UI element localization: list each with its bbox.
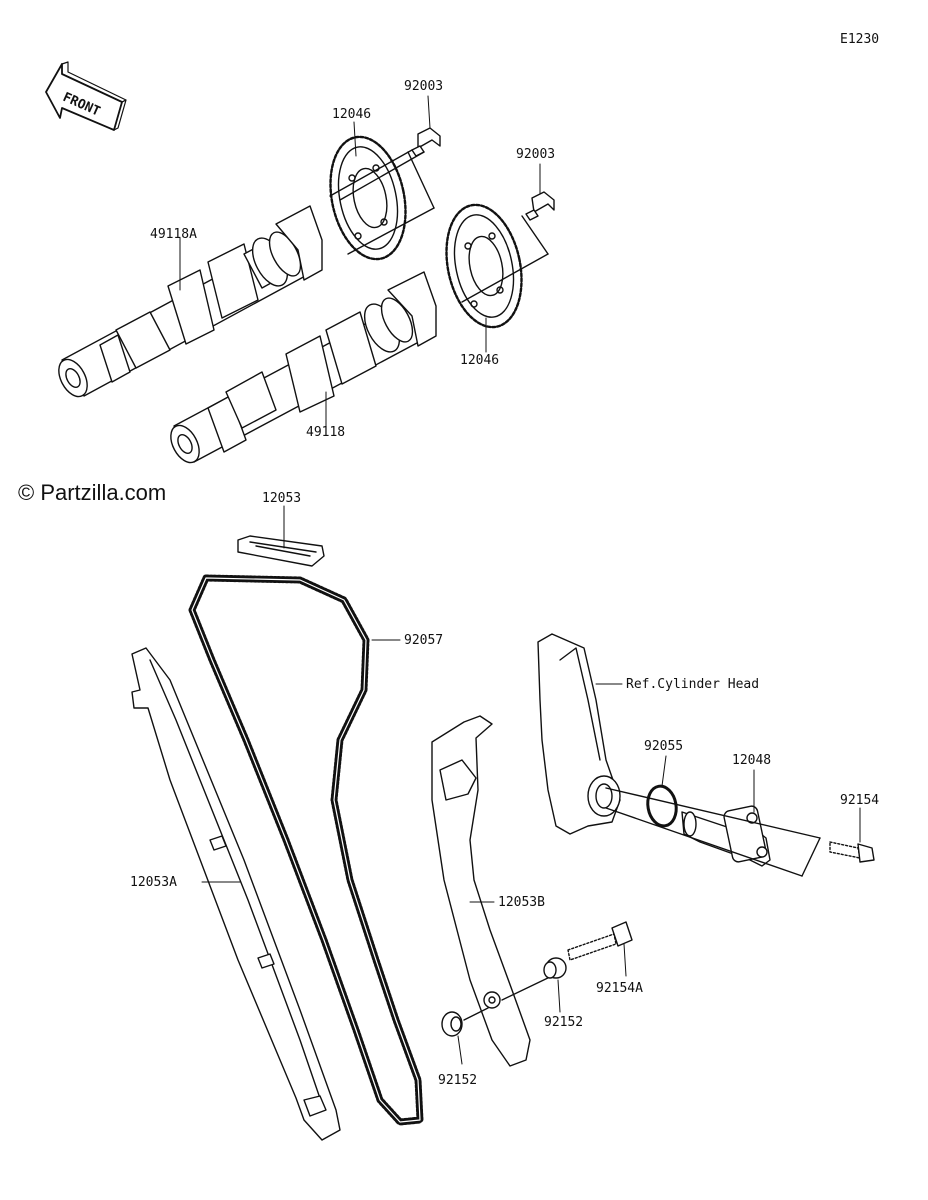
tensioner-drawing xyxy=(681,805,771,867)
bolt-guide-drawing xyxy=(567,921,633,961)
label-sprocket-upper: 12046 xyxy=(332,107,372,122)
front-arrow-icon: FRONT xyxy=(45,61,127,131)
label-bolt-guide: 92154A xyxy=(596,981,643,996)
label-camshaft-b: 49118 xyxy=(306,425,346,440)
label-camshaft-a: 49118A xyxy=(150,227,197,242)
label-bolt-upper-left: 92003 xyxy=(404,79,444,94)
label-tensioner: 12048 xyxy=(732,753,772,768)
o-ring-drawing xyxy=(646,784,678,828)
label-ref-cylinder-head: Ref.Cylinder Head xyxy=(626,677,760,692)
label-guide-left: 12053A xyxy=(130,875,177,890)
bolt-tensioner-drawing xyxy=(829,841,875,863)
label-o-ring: 92055 xyxy=(644,739,684,754)
diagram-code: E1230 xyxy=(840,32,880,47)
label-sprocket-lower: 12046 xyxy=(460,353,500,368)
label-chain: 92057 xyxy=(404,633,444,648)
leader-lines xyxy=(179,95,861,1065)
label-guide-right: 12053B xyxy=(498,895,545,910)
camshaft-b-drawing xyxy=(170,271,437,464)
label-bolt-upper-right: 92003 xyxy=(516,147,556,162)
chain-guide-top-drawing xyxy=(237,535,325,567)
camshaft-a-drawing xyxy=(58,205,323,398)
bolt-upper-right-drawing xyxy=(525,191,555,221)
label-collar-upper: 92152 xyxy=(544,1015,584,1030)
sprocket-upper-drawing xyxy=(329,135,407,261)
chain-guide-right-drawing xyxy=(431,715,531,1067)
label-collar-lower: 92152 xyxy=(438,1073,478,1088)
chain-guide-left-drawing xyxy=(131,647,341,1141)
timing-chain-drawing xyxy=(188,574,424,1126)
collar-upper-drawing xyxy=(543,957,567,979)
cylinder-head-ref-drawing xyxy=(537,633,621,835)
watermark: © Partzilla.com xyxy=(18,480,167,505)
collar-lower-drawing xyxy=(441,1011,463,1037)
sprocket-lower-drawing xyxy=(445,203,523,329)
bolt-upper-left-drawing xyxy=(329,127,441,201)
label-guide-top: 12053 xyxy=(262,491,302,506)
label-bolt-tensioner: 92154 xyxy=(840,793,880,808)
